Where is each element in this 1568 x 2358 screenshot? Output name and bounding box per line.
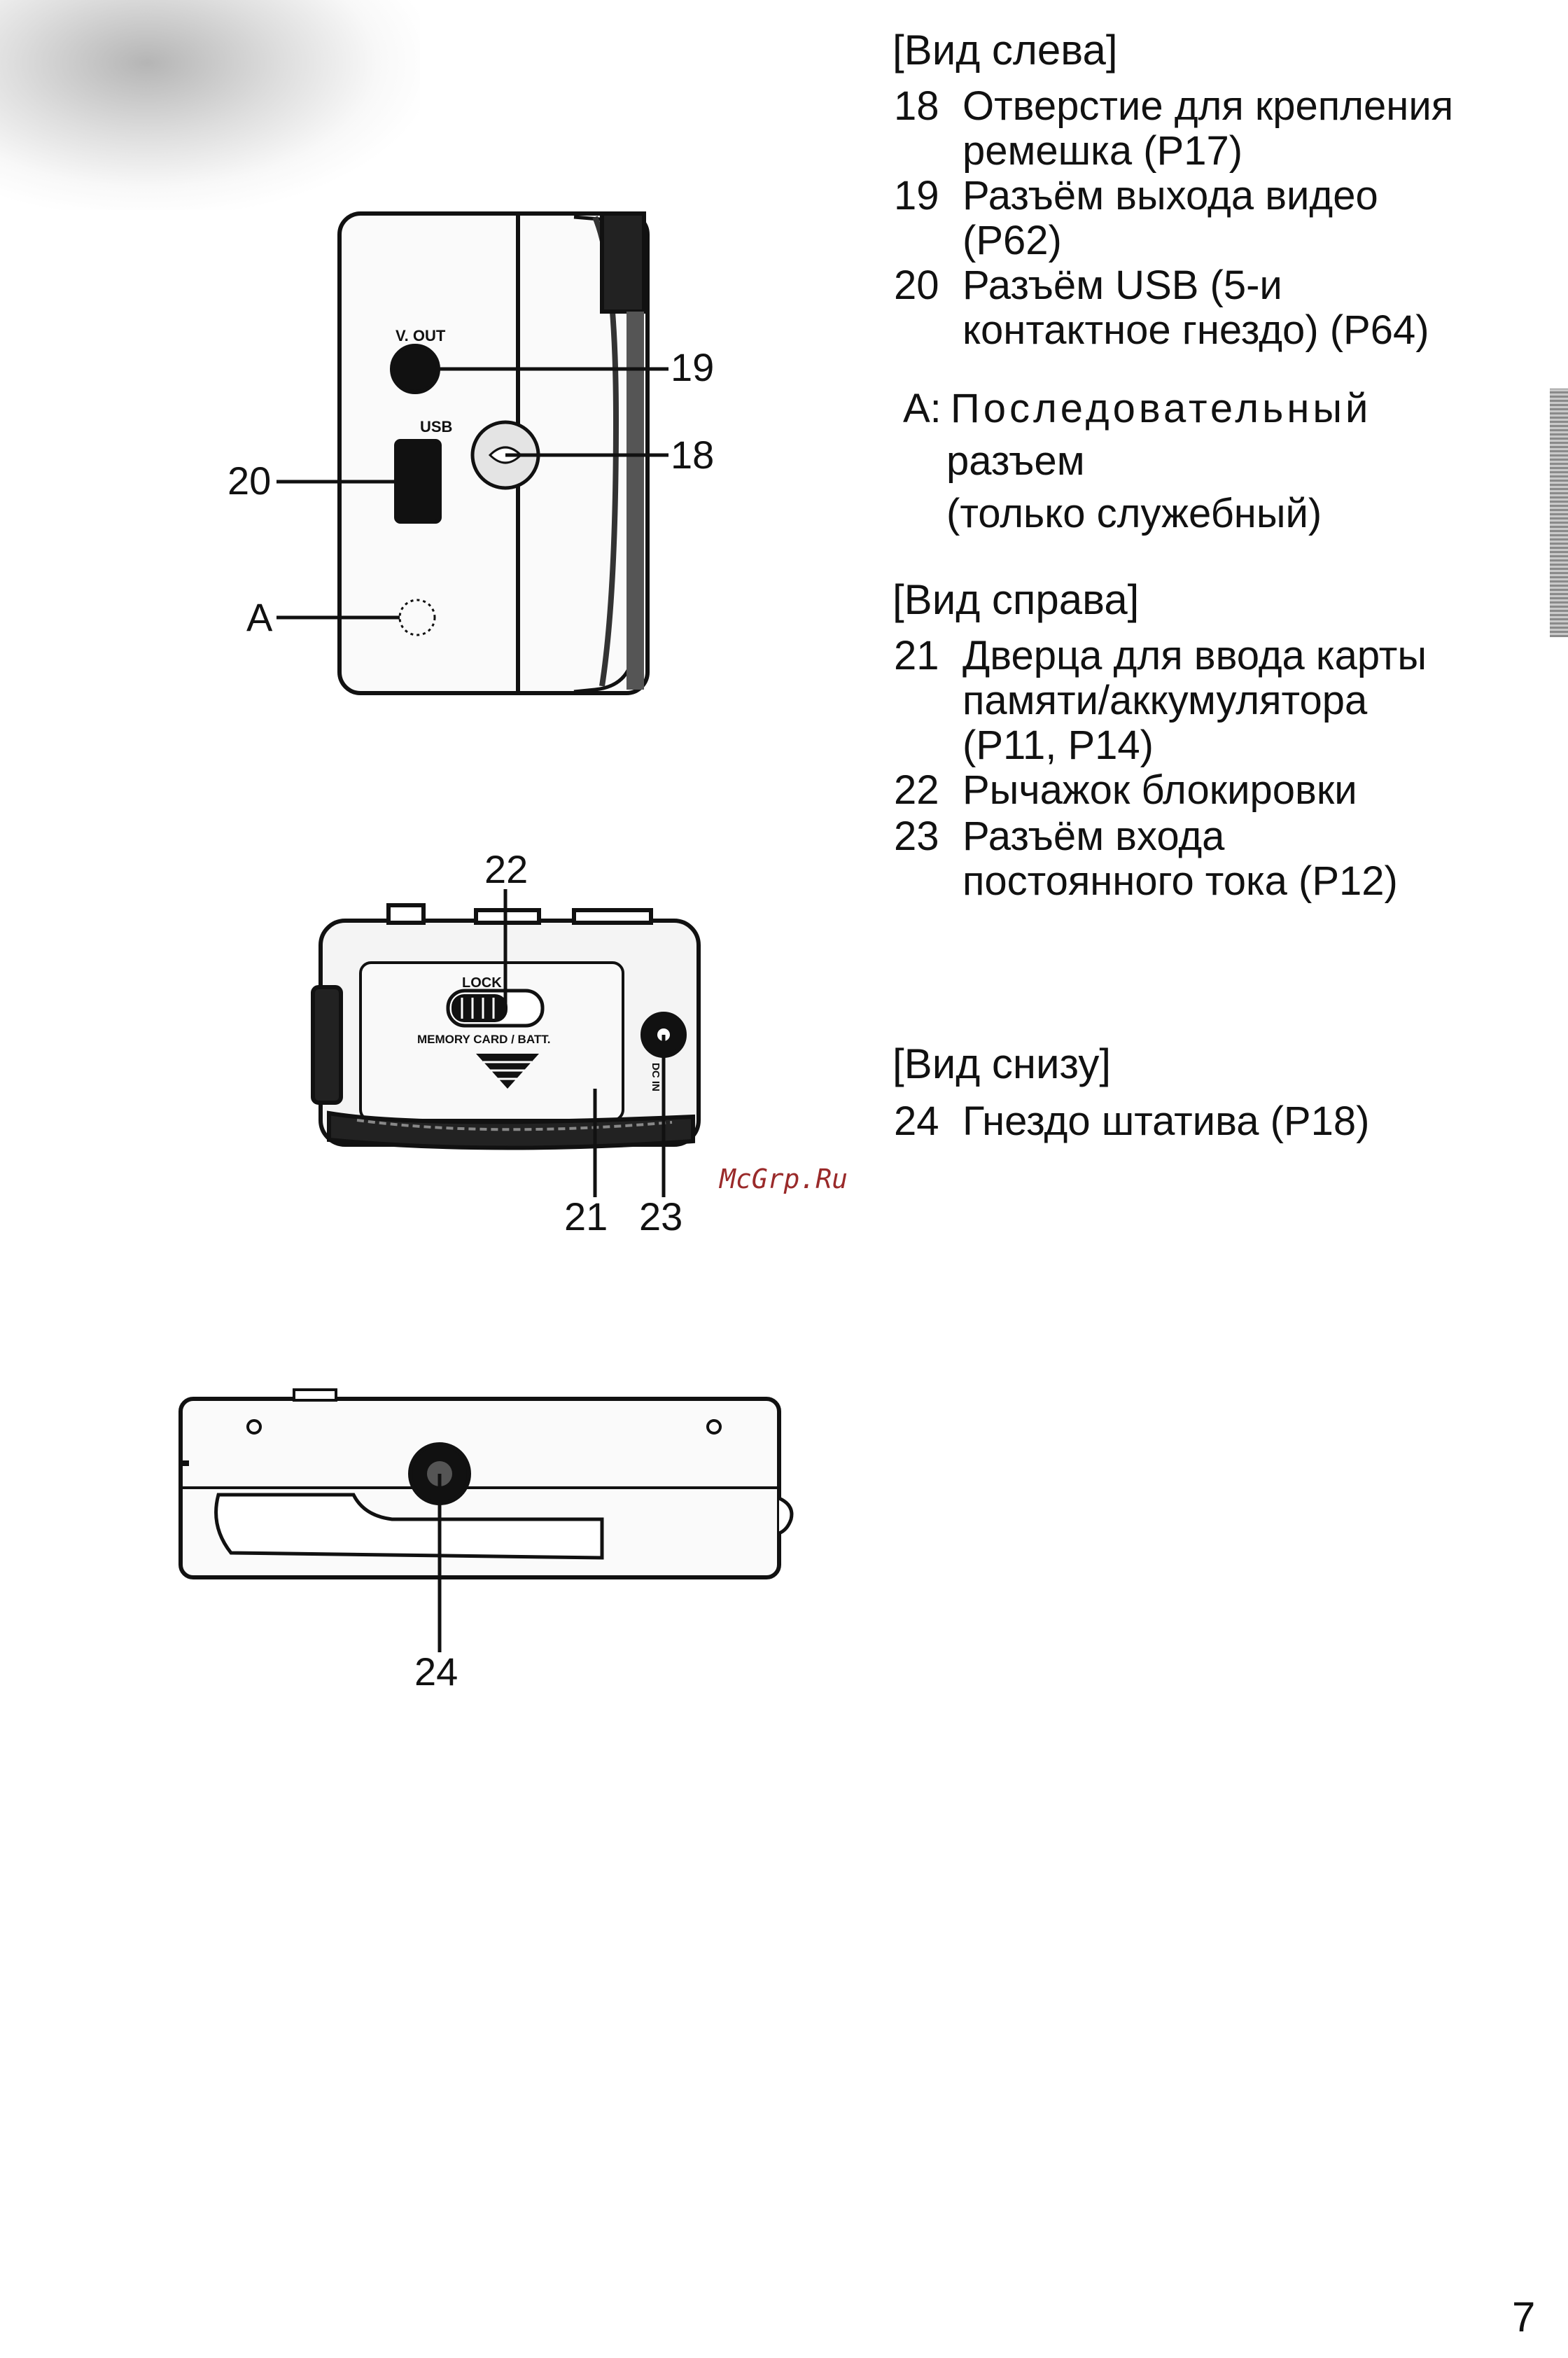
callout-22: 22 [484, 847, 528, 891]
right-view-diagram [311, 889, 701, 1197]
item-24-line-1: Гнездо штатива (P18) [962, 1098, 1370, 1144]
bottom-view-diagram [178, 1388, 794, 1652]
watermark-text: McGrp.Ru [720, 1164, 848, 1194]
vout-label: V. OUT [396, 327, 446, 344]
callout-24: 24 [414, 1649, 458, 1694]
item-19-line-2: (P62) [962, 218, 1062, 263]
callout-20: 20 [227, 459, 272, 503]
item-23-number: 23 [894, 814, 939, 859]
callout-21: 21 [564, 1194, 608, 1239]
callout-a: A [246, 595, 273, 639]
item-21-line-3: (P11, P14) [962, 723, 1154, 768]
note-a-line-3: (только служебный) [946, 491, 1322, 536]
item-18-line-1: Отверстие для крепления [962, 83, 1454, 129]
dc-in-label: DC IN [650, 1063, 662, 1091]
item-18-number: 18 [894, 83, 939, 129]
item-23-line-2: постоянного тока (P12) [962, 858, 1398, 904]
bottom-view-heading: [Вид снизу] [892, 1040, 1112, 1087]
item-20-line-1: Разъём USB (5-и [962, 263, 1282, 308]
left-view-diagram [276, 211, 668, 695]
item-22-line-1: Рычажок блокировки [962, 767, 1357, 813]
callout-23: 23 [639, 1194, 683, 1239]
usb-label: USB [420, 418, 452, 435]
item-18-line-2: ремешка (P17) [962, 128, 1243, 174]
callout-18: 18 [671, 433, 715, 477]
item-21-line-2: памяти/аккумулятора [962, 678, 1368, 723]
item-19-number: 19 [894, 173, 939, 218]
page-edge-tab [1550, 389, 1568, 637]
item-24-number: 24 [894, 1098, 939, 1144]
note-a-line-2: разъем [946, 438, 1085, 484]
lock-label: LOCK [462, 975, 502, 991]
item-21-line-1: Дверца для ввода карты [962, 633, 1427, 678]
scan-smudge [0, 0, 420, 210]
item-20-number: 20 [894, 263, 939, 308]
item-22-number: 22 [894, 767, 939, 813]
page-number: 7 [1512, 2294, 1536, 2340]
note-a-label: A: [903, 386, 941, 431]
right-view-heading: [Вид справа] [892, 576, 1140, 623]
item-19-line-1: Разъём выхода видео [962, 173, 1378, 218]
callout-19: 19 [671, 345, 715, 389]
item-21-number: 21 [894, 633, 939, 678]
note-a-line-1: Последовательный [951, 386, 1372, 431]
item-23-line-1: Разъём входа [962, 814, 1225, 859]
left-view-heading: [Вид слева] [892, 27, 1118, 74]
item-20-line-2: контактное гнездо) (P64) [962, 307, 1429, 353]
door-label: MEMORY CARD / BATT. [417, 1033, 550, 1046]
